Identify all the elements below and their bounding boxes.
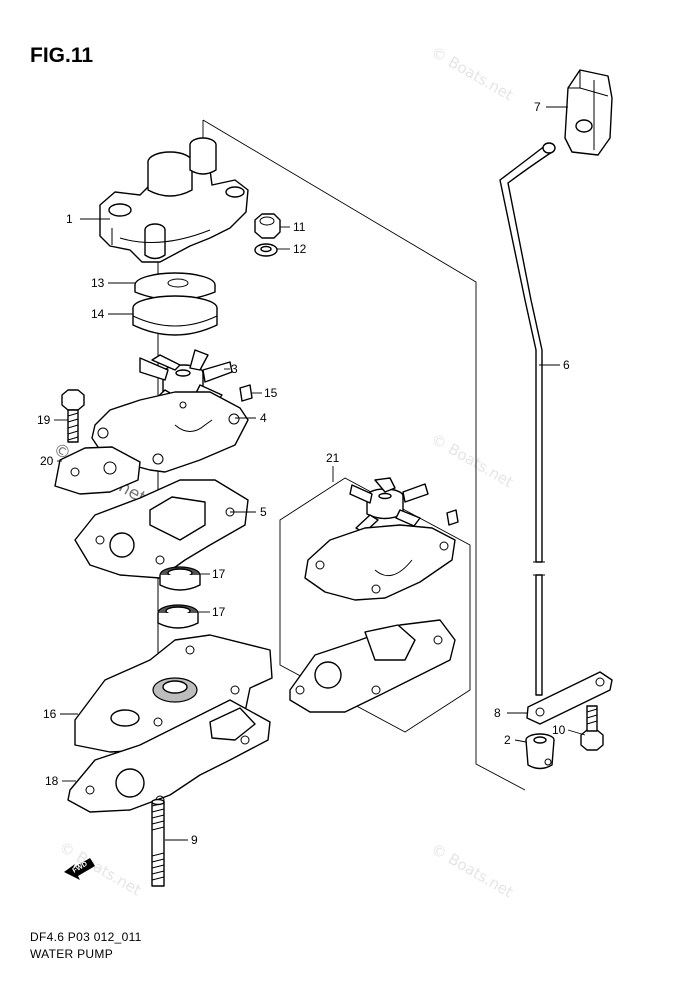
callout-label: 11 (293, 220, 306, 234)
callout-label: 12 (293, 242, 307, 256)
callout-label: 10 (552, 723, 566, 737)
callout-label: 6 (563, 358, 570, 372)
callout-label: 15 (264, 386, 278, 400)
figure-name: WATER PUMP (30, 947, 113, 961)
part-oil-seal (157, 604, 199, 629)
part-water-pipe (499, 142, 556, 696)
part-oil-seal (159, 566, 201, 591)
callout-label: 3 (231, 362, 238, 376)
callout-label: 2 (504, 733, 511, 747)
callout-leaders (54, 106, 586, 841)
figure-title: FIG.11 (30, 44, 94, 67)
callout-label: 4 (260, 411, 267, 425)
watermark-text: © Boats.net (428, 43, 516, 104)
callout-label: 18 (45, 774, 59, 788)
part-washer (254, 243, 278, 257)
part-gasket-20 (54, 446, 141, 495)
part-gasket-5 (74, 479, 249, 579)
callout-label: 7 (534, 100, 541, 114)
part-liner (132, 295, 218, 336)
callout-numbers: 1 2 3 4 5 6 7 8 9 10 11 12 13 14 15 16 1… (37, 100, 570, 847)
part-grommet-7 (564, 69, 613, 156)
figure-code: DF4.6 P03 012_011 (30, 930, 142, 944)
part-stud (151, 798, 165, 887)
forward-arrow-icon (64, 858, 95, 880)
callout-label: 9 (191, 833, 198, 847)
part-pipe-plate (526, 671, 613, 725)
part-bolt-19 (61, 389, 85, 443)
part-key (239, 384, 253, 402)
callout-label: 5 (260, 505, 267, 519)
part-pump-housing (99, 137, 249, 263)
callout-label: 13 (91, 276, 105, 290)
callout-label: 1 (66, 212, 73, 226)
callout-label: 21 (326, 451, 340, 465)
callout-label: 19 (37, 413, 51, 427)
watermark-text: © Boats.net (428, 840, 516, 901)
part-grommet-2 (525, 733, 555, 770)
callout-label: 17 (212, 605, 226, 619)
part-ring-13 (134, 272, 216, 301)
part-bolt-10 (580, 705, 604, 751)
kit-box (279, 477, 471, 733)
part-gasket-18 (67, 699, 271, 813)
callout-label: 16 (43, 707, 57, 721)
watermark-text: © Boats.net (428, 430, 516, 491)
callout-label: 20 (40, 454, 54, 468)
callout-label: 14 (91, 307, 105, 321)
pipe-routing-line (202, 119, 526, 791)
part-nut (254, 213, 281, 239)
callout-label: 17 (212, 567, 226, 581)
callout-label: 8 (494, 706, 501, 720)
